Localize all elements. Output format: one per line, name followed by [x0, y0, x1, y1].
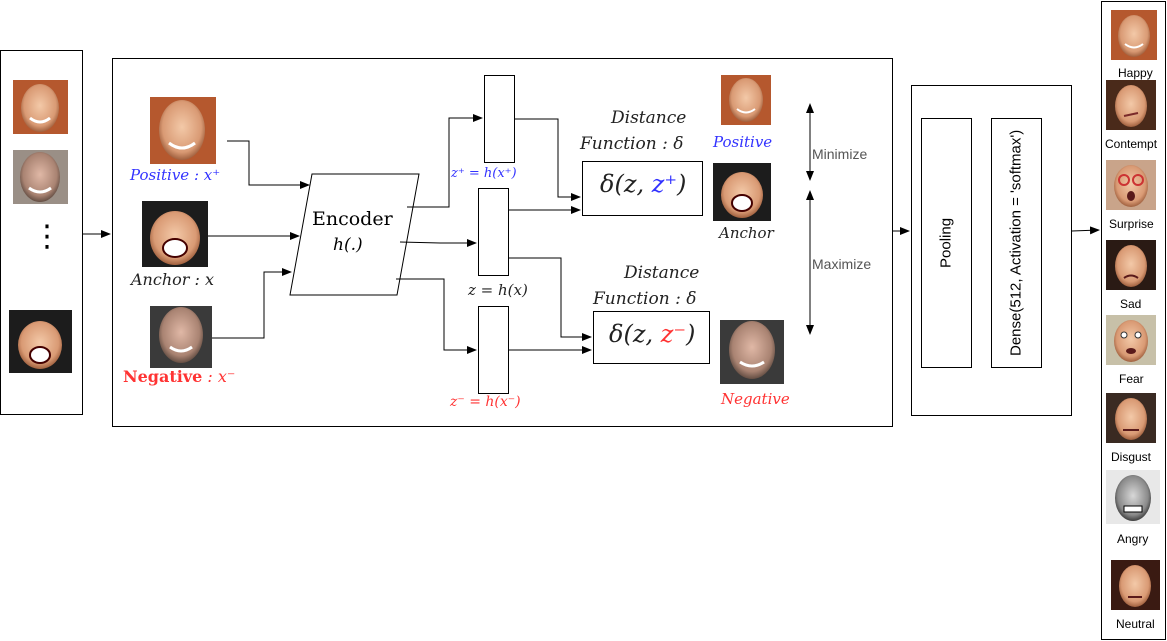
classifier-panel [911, 85, 1072, 416]
distance-top-var: z⁺ [651, 170, 678, 198]
emotion-label-contempt: Contempt [1105, 137, 1158, 151]
embedding-negative-box [478, 306, 509, 394]
dense-box [991, 118, 1042, 368]
arrow-classifier-to-emotions [1071, 226, 1100, 235]
negative-input-var: : x⁻ [207, 367, 236, 386]
positive-input-var: : x⁺ [193, 166, 221, 184]
emotion-label-angry: Angry [1117, 532, 1149, 546]
emotion-face-contempt [1106, 80, 1156, 130]
triplet-panel [112, 58, 893, 427]
distance-bottom-suffix: ) [686, 320, 696, 348]
dataset-face-2 [13, 150, 68, 204]
embedding-positive-box [484, 75, 515, 163]
embedding-anchor-box [478, 188, 509, 276]
emotion-face-neutral [1111, 560, 1160, 610]
dense-label: Dense(512, Activation = 'softmax') [1007, 129, 1025, 356]
distance-bottom-prefix: δ(z, [609, 320, 661, 348]
z-plus-label: z⁺ = h(x⁺) [451, 166, 517, 181]
emotion-face-disgust [1106, 393, 1156, 443]
emotion-face-angry [1106, 470, 1160, 524]
emotion-label-sad: Sad [1120, 297, 1142, 311]
emotion-face-fear [1106, 315, 1156, 365]
positive-sample-face [721, 75, 771, 125]
emotion-label-disgust: Disgust [1111, 450, 1152, 464]
arrow-z-to-distance-bottom [509, 257, 592, 341]
anchor-sample-face [713, 163, 771, 221]
negative-sample-label: Negative [721, 390, 790, 408]
arrow-zplus-to-distance [515, 118, 581, 201]
arrow-negative-to-encoder [212, 268, 292, 339]
arrow-encoder-to-zplus [407, 114, 483, 208]
emotion-label-neutral: Neutral [1116, 617, 1155, 631]
pooling-label: Pooling [937, 217, 955, 268]
anchor-input-word: Anchor [131, 270, 190, 289]
emotion-face-surprise [1106, 160, 1156, 210]
distance-top-prefix: δ(z, [600, 170, 652, 198]
distance-top-formula: δ(z, z⁺) [600, 170, 686, 198]
maximize-label: Maximize [812, 256, 872, 272]
distance-bottom-formula: δ(z, z⁻) [609, 320, 695, 348]
negative-input-label: Negative : x⁻ [123, 367, 235, 386]
encoder-block [289, 173, 420, 296]
negative-input-word: Negative [123, 367, 203, 386]
distance-top-title-1: Distance [611, 108, 687, 128]
positive-input-face [150, 97, 216, 164]
dataset-face-3 [9, 310, 72, 373]
emotion-label-happy: Happy [1118, 66, 1153, 80]
distance-bottom-title-2: Function : δ [593, 289, 697, 309]
negative-sample-face [720, 320, 784, 384]
minimize-label: Minimize [812, 146, 868, 162]
z-minus-label: z⁻ = h(x⁻) [450, 394, 521, 410]
distance-top-title-2: Function : δ [580, 134, 684, 154]
anchor-input-var: : x [194, 270, 215, 289]
distance-positive-box [582, 161, 703, 216]
arrow-positive-to-encoder [227, 140, 310, 189]
encoder-title: Encoder [312, 208, 393, 230]
distance-bottom-var: z⁻ [660, 320, 687, 348]
positive-sample-label: Positive [713, 133, 773, 151]
emotion-face-happy [1111, 10, 1157, 60]
anchor-input-label: Anchor : x [131, 270, 214, 289]
distance-negative-box [593, 311, 710, 364]
emotion-panel [1101, 1, 1166, 640]
dataset-ellipsis: ⋮ [32, 219, 62, 254]
anchor-input-face [142, 201, 208, 267]
encoder-function: h(.) [333, 235, 363, 255]
emotion-face-sad [1106, 240, 1156, 290]
positive-input-word: Positive [130, 166, 190, 184]
arrow-encoder-to-zminus [396, 278, 477, 354]
distance-top-suffix: ) [677, 170, 687, 198]
emotion-label-fear: Fear [1119, 372, 1144, 386]
arrow-encoder-to-z [399, 239, 477, 247]
pooling-box [921, 118, 972, 368]
dataset-face-1 [13, 80, 68, 134]
negative-input-face [150, 306, 212, 368]
distance-bottom-title-1: Distance [624, 263, 700, 283]
z-label: z = h(x) [468, 281, 528, 299]
anchor-sample-label: Anchor [719, 224, 774, 242]
emotion-label-surprise: Surprise [1109, 217, 1154, 231]
dataset-panel [0, 50, 83, 415]
positive-input-label: Positive : x⁺ [130, 166, 220, 184]
